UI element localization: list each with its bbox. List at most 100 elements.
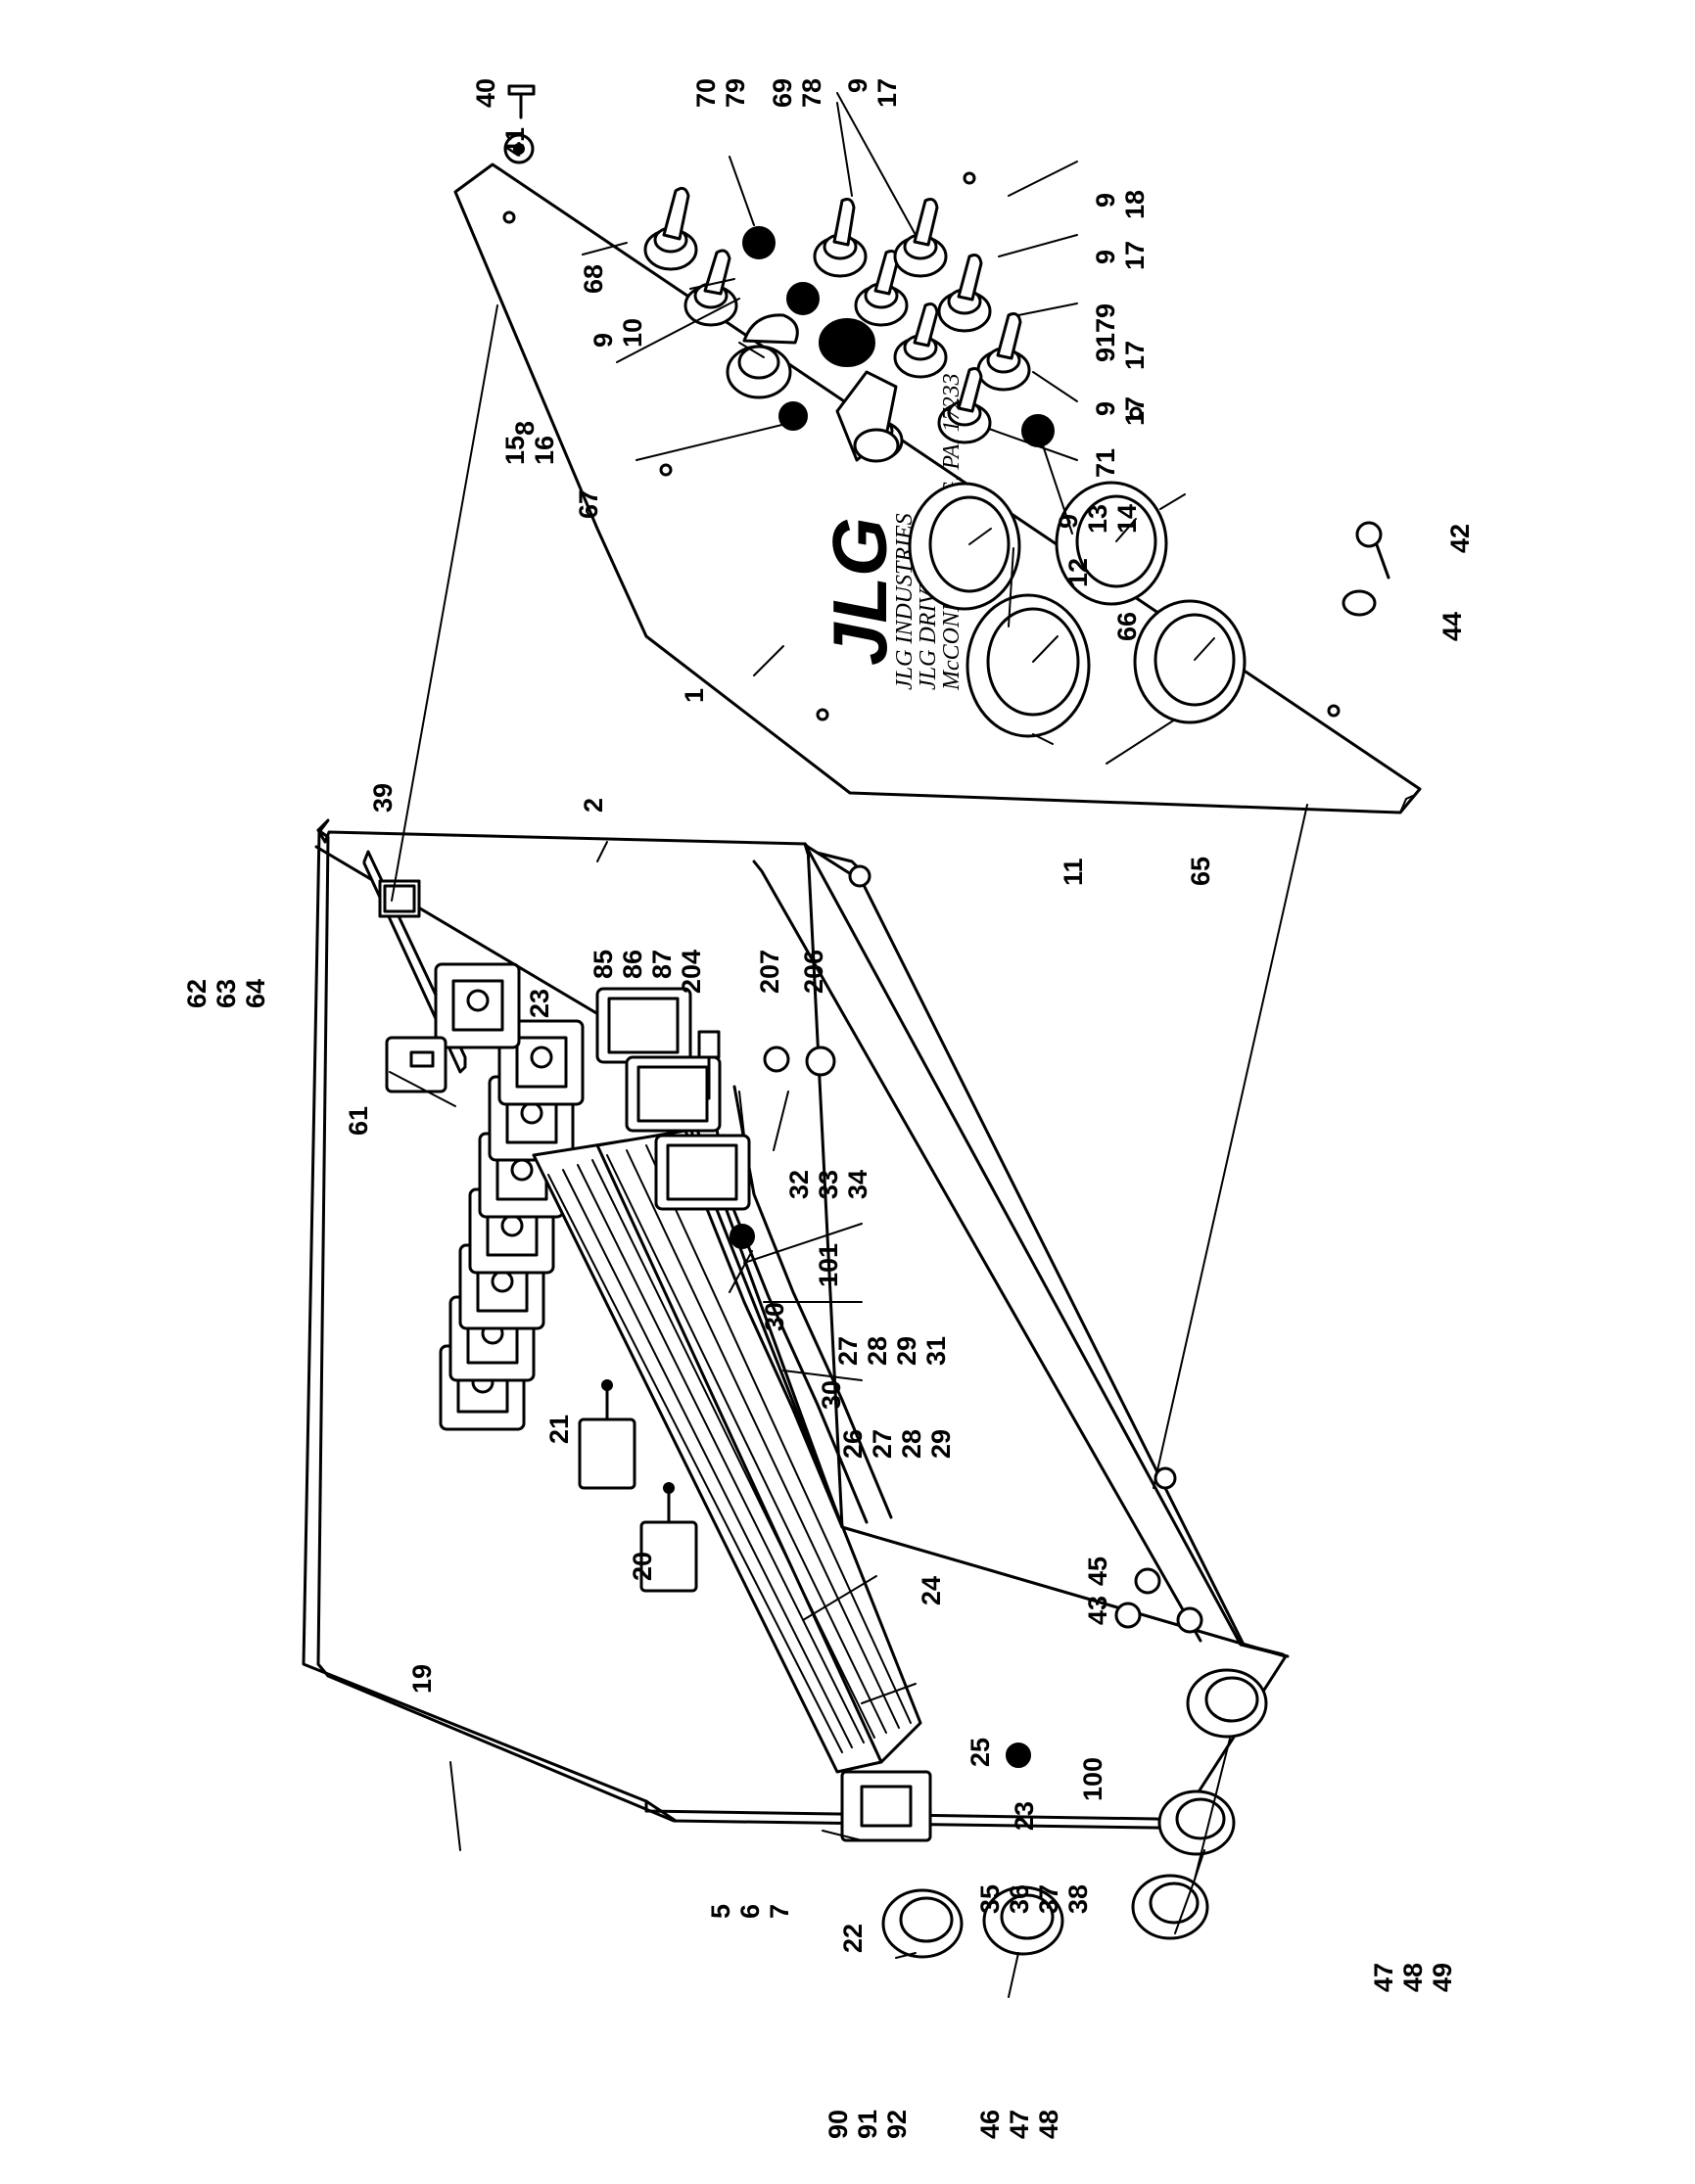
callout-17-b: 17 <box>1120 241 1150 270</box>
callout-27-b: 27 <box>833 1336 863 1366</box>
callout-69: 69 <box>768 78 797 108</box>
washer-207 <box>763 1046 790 1073</box>
toggle-switch <box>854 250 909 327</box>
callout-207: 207 <box>755 950 784 994</box>
callout-45: 45 <box>1083 1557 1112 1586</box>
washer-45 <box>1134 1567 1161 1595</box>
callout-206: 206 <box>799 950 828 994</box>
callout-91: 91 <box>853 2110 882 2139</box>
callout-29-b: 29 <box>892 1336 921 1366</box>
push-button-cap <box>819 318 875 367</box>
din-rail-end-bracket <box>840 1770 932 1842</box>
circuit-breaker <box>639 1482 698 1593</box>
callout-101: 101 <box>814 1243 843 1287</box>
callout-90: 90 <box>824 2110 853 2139</box>
washer-206 <box>805 1046 836 1077</box>
callout-79: 79 <box>721 78 750 108</box>
relay-module <box>434 962 521 1049</box>
cable-gland <box>982 1885 1064 1956</box>
callout-49: 49 <box>1428 1963 1457 1992</box>
callout-65: 65 <box>1186 857 1215 886</box>
side-hole <box>848 864 871 888</box>
callout-10: 10 <box>618 318 647 348</box>
callout-29-a: 29 <box>926 1429 956 1459</box>
callout-87: 87 <box>647 950 677 979</box>
callout-22: 22 <box>838 1924 868 1953</box>
callout-27-a: 27 <box>868 1429 897 1459</box>
cable-gland <box>881 1888 964 1959</box>
cable-gland <box>1186 1668 1268 1739</box>
callout-21: 21 <box>544 1415 574 1444</box>
callout-9-top: 9 <box>843 78 872 93</box>
bolt-204 <box>697 1030 721 1100</box>
callout-26: 26 <box>838 1429 868 1459</box>
callout-44: 44 <box>1437 612 1467 641</box>
toggle-switch <box>813 198 868 278</box>
callout-1: 1 <box>680 688 709 703</box>
gauge-oil-pressure <box>1055 481 1168 606</box>
callout-11: 11 <box>1059 858 1088 886</box>
callout-15: 15 <box>500 436 530 465</box>
power-relay-group <box>595 987 751 1211</box>
callout-204: 204 <box>677 950 706 994</box>
brand-logo-text: JLG <box>817 517 903 666</box>
callout-100: 100 <box>1078 1757 1107 1801</box>
side-hole <box>1176 1606 1203 1634</box>
callout-78: 78 <box>797 78 826 108</box>
callout-67: 67 <box>574 489 603 519</box>
callout-36: 36 <box>1005 1884 1034 1914</box>
callout-30-a: 30 <box>760 1302 789 1331</box>
callout-62: 62 <box>182 979 212 1008</box>
callout-42: 42 <box>1445 524 1475 553</box>
callout-68: 68 <box>579 264 608 294</box>
flasher-relay <box>385 1036 447 1093</box>
callout-39: 39 <box>368 783 398 813</box>
grommet-101 <box>730 1224 755 1249</box>
callout-19: 19 <box>407 1664 437 1694</box>
relay-row <box>434 962 585 1431</box>
power-relay <box>595 987 692 1064</box>
toggle-switch <box>893 302 948 379</box>
callout-9-17-d: 9 <box>1091 348 1120 362</box>
power-relay <box>654 1134 751 1211</box>
power-relay <box>625 1055 722 1133</box>
pilot-lights <box>742 226 1055 447</box>
callout-17-e: 17 <box>1120 396 1150 426</box>
screw-and-washer-42-44 <box>1342 521 1390 617</box>
toggle-switch <box>643 186 698 271</box>
callout-66: 66 <box>1112 612 1142 641</box>
callout-33: 33 <box>814 1170 843 1199</box>
toggle-switch <box>937 367 992 444</box>
callout-46: 46 <box>975 2110 1005 2139</box>
callout-40: 40 <box>471 78 500 108</box>
callout-64: 64 <box>241 979 270 1008</box>
callout-8: 8 <box>510 421 540 436</box>
callout-9-18: 9 <box>1091 193 1120 208</box>
callout-24: 24 <box>917 1576 946 1605</box>
callout-9-17-c: 9 <box>1091 303 1120 318</box>
callout-2: 2 <box>579 798 608 813</box>
callout-7: 7 <box>765 1904 794 1919</box>
callout-31: 31 <box>921 1336 951 1366</box>
callout-17-d: 17 <box>1120 341 1150 370</box>
callout-30-b: 30 <box>817 1380 846 1410</box>
cable-gland <box>1131 1874 1209 1940</box>
callout-63: 63 <box>212 979 241 1008</box>
circuit-breaker <box>578 1379 636 1490</box>
callout-23-bottom: 23 <box>1010 1801 1039 1831</box>
nut-43 <box>1114 1602 1142 1629</box>
callout-48-b: 48 <box>1398 1963 1428 1992</box>
callout-12: 12 <box>1063 558 1093 587</box>
callout-5: 5 <box>706 1904 735 1919</box>
callout-labels: 40 41 70 79 69 78 9 17 68 9 10 15 8 16 6… <box>182 78 1475 2139</box>
callout-37: 37 <box>1034 1884 1063 1914</box>
callout-23-top: 23 <box>525 989 554 1018</box>
callout-85: 85 <box>589 950 618 979</box>
toggle-switch <box>976 312 1031 392</box>
cable-gland <box>1157 1789 1236 1856</box>
callout-17-c: 17 <box>1091 318 1120 348</box>
callout-48-a: 48 <box>1034 2110 1063 2139</box>
callout-18: 18 <box>1120 190 1150 219</box>
callout-9-17-e: 9 <box>1091 401 1120 416</box>
callout-6: 6 <box>735 1904 765 1919</box>
